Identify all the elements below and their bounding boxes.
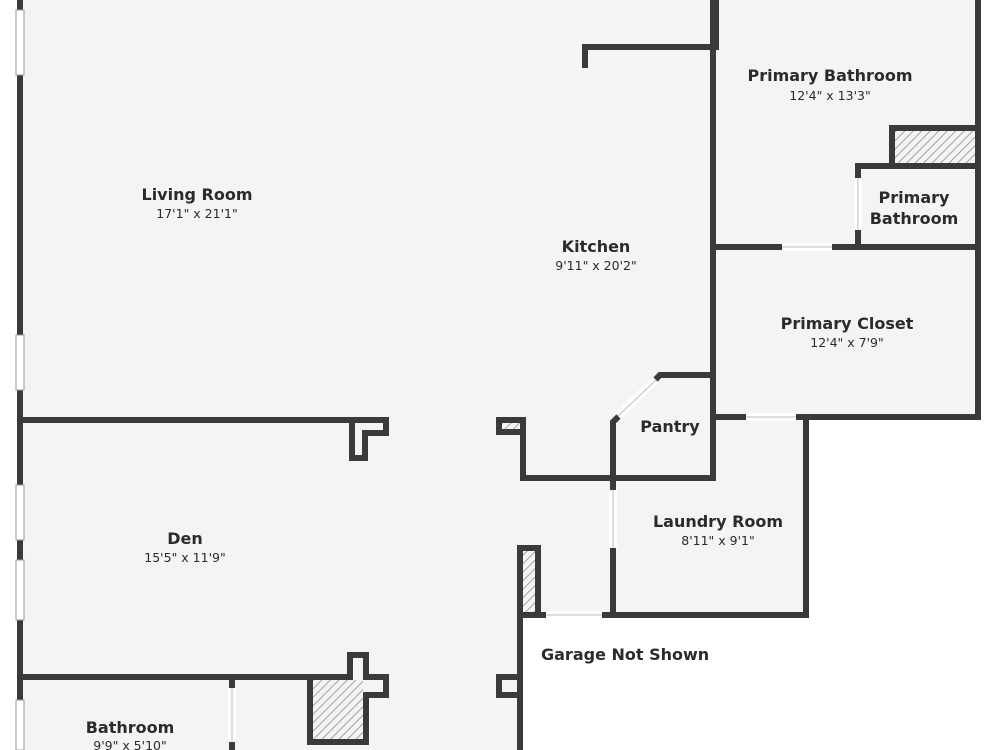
window-living-1	[15, 9, 25, 76]
window-den-1	[15, 484, 25, 541]
window-bath	[15, 699, 25, 750]
window-living-2	[15, 334, 25, 391]
fixtures	[313, 131, 975, 739]
label-primary-closet: Primary Closet	[781, 314, 914, 333]
label-living-room: Living Room	[142, 185, 253, 204]
fixture-hatch-kitchen	[502, 423, 520, 429]
wall-hatch-box	[889, 125, 981, 169]
label-primary-bathroom-small-2: Bathroom	[870, 209, 959, 228]
label-kitchen: Kitchen	[562, 237, 631, 256]
room-labels: Living Room 17'1" x 21'1" Kitchen 9'11" …	[86, 66, 959, 750]
label-primary-bathroom-small-1: Primary	[879, 188, 950, 207]
dims-living-room: 17'1" x 21'1"	[156, 206, 237, 221]
label-den: Den	[167, 529, 203, 548]
den-hall-floor	[20, 420, 520, 750]
label-laundry-room: Laundry Room	[653, 512, 783, 531]
doors	[228, 178, 862, 742]
primary-closet-floor	[716, 247, 978, 417]
label-primary-bathroom: Primary Bathroom	[747, 66, 912, 85]
window-den-2	[15, 559, 25, 621]
label-garage-note: Garage Not Shown	[541, 645, 709, 664]
door-pantry-line	[617, 379, 657, 417]
label-bathroom: Bathroom	[86, 718, 175, 737]
windows	[15, 9, 25, 750]
wall-den-stub	[349, 417, 389, 461]
dims-bathroom: 9'9" x 5'10"	[93, 738, 166, 750]
primary-bath-floor	[716, 0, 978, 247]
wall-kitchen-top-stub	[582, 44, 716, 68]
dims-primary-closet: 12'4" x 7'9"	[810, 335, 883, 350]
dims-laundry-room: 8'11" x 9'1"	[681, 533, 754, 548]
floor-areas	[20, 0, 978, 750]
dims-primary-bathroom: 12'4" x 13'3"	[789, 88, 870, 103]
dims-den: 15'5" x 11'9"	[144, 550, 225, 565]
fixture-hatch-bath-lower	[313, 680, 363, 739]
wall-hall-hatch	[517, 545, 541, 618]
fixture-hatch-hall	[523, 551, 535, 612]
wall-kitchen-bottom	[520, 417, 616, 481]
label-pantry: Pantry	[640, 417, 700, 436]
dims-kitchen: 9'11" x 20'2"	[555, 258, 636, 273]
fixture-hatch-bath	[895, 131, 975, 163]
wall-bath-chimney	[307, 652, 389, 745]
wall-garage-stub	[496, 674, 523, 698]
laundry-floor	[613, 420, 806, 615]
living-kitchen-floor	[20, 0, 713, 420]
